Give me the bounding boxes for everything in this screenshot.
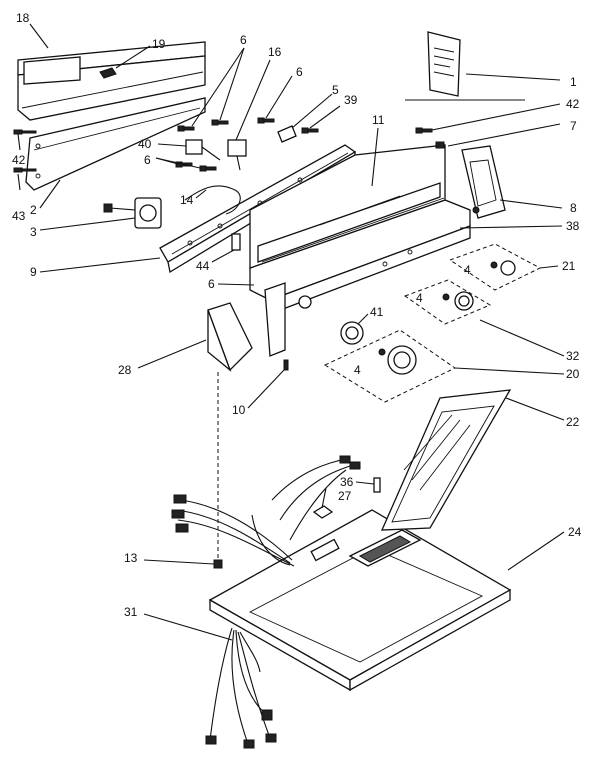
- callout-41: 41: [370, 305, 384, 319]
- callout-14: 14: [180, 193, 194, 207]
- callout-38: 38: [566, 219, 580, 233]
- ring-41: [340, 321, 364, 345]
- callout-19: 19: [152, 37, 166, 51]
- top-cover-panel: [17, 41, 206, 121]
- buzzer-16: [227, 139, 247, 171]
- callout-44: 44: [196, 259, 210, 273]
- leader-lines: [17, 23, 565, 641]
- rear-mounting-panel: [25, 97, 206, 191]
- right-screws: [415, 127, 445, 149]
- side-cover-28: [207, 302, 253, 373]
- callout-1: 1: [570, 75, 577, 89]
- callout-5: 5: [332, 83, 339, 97]
- callout-32: 32: [566, 349, 580, 363]
- callout-43: 43: [12, 209, 26, 223]
- callout-40: 40: [138, 137, 152, 151]
- callout-24: 24: [568, 525, 582, 539]
- control-console-housing: [249, 144, 471, 357]
- wire-harness-14: [184, 185, 241, 215]
- callout-6: 6: [240, 33, 247, 47]
- screw-10: [283, 359, 289, 371]
- console-end-cap: [461, 145, 506, 219]
- callout-6: 6: [296, 65, 303, 79]
- cabinet-top: [208, 509, 512, 692]
- callout-36: 36: [340, 475, 354, 489]
- callout-28: 28: [118, 363, 132, 377]
- callout-31: 31: [124, 605, 138, 619]
- callout-4: 4: [354, 363, 361, 377]
- callout-9: 9: [30, 265, 37, 279]
- callout-10: 10: [232, 403, 246, 417]
- callout-2: 2: [30, 203, 37, 217]
- callout-22: 22: [566, 415, 580, 429]
- lint-screen-22: [380, 389, 512, 531]
- callout-39: 39: [344, 93, 358, 107]
- callout-42: 42: [12, 153, 26, 167]
- callout-11: 11: [372, 113, 385, 127]
- timer-assembly: [103, 197, 162, 229]
- bracket-5-39: [277, 125, 319, 143]
- callout-8: 8: [570, 201, 577, 215]
- instruction-sheet: [405, 31, 525, 101]
- callout-labels: 18 19 6 16 6 5 39 1 42 7 11 40 6 14 42 4…: [12, 11, 582, 619]
- callout-20: 20: [566, 367, 580, 381]
- callout-27: 27: [338, 489, 352, 503]
- callout-4: 4: [464, 263, 471, 277]
- callout-6: 6: [208, 277, 215, 291]
- part-36-27: [312, 477, 381, 519]
- callout-7: 7: [570, 119, 577, 133]
- knob-group-32: [403, 279, 492, 325]
- callout-16: 16: [268, 45, 282, 59]
- callout-42: 42: [566, 97, 580, 111]
- callout-13: 13: [124, 551, 138, 565]
- switch-40: [185, 139, 221, 161]
- callout-3: 3: [30, 225, 37, 239]
- callout-4: 4: [416, 291, 423, 305]
- clip-13: [213, 559, 223, 569]
- callout-6: 6: [144, 153, 151, 167]
- callout-18: 18: [16, 11, 30, 25]
- part-44: [231, 233, 241, 251]
- left-screws: [13, 129, 37, 173]
- wire-harness-lower-31: [205, 627, 277, 749]
- callout-21: 21: [562, 259, 576, 273]
- wire-harness-upper: [171, 455, 361, 567]
